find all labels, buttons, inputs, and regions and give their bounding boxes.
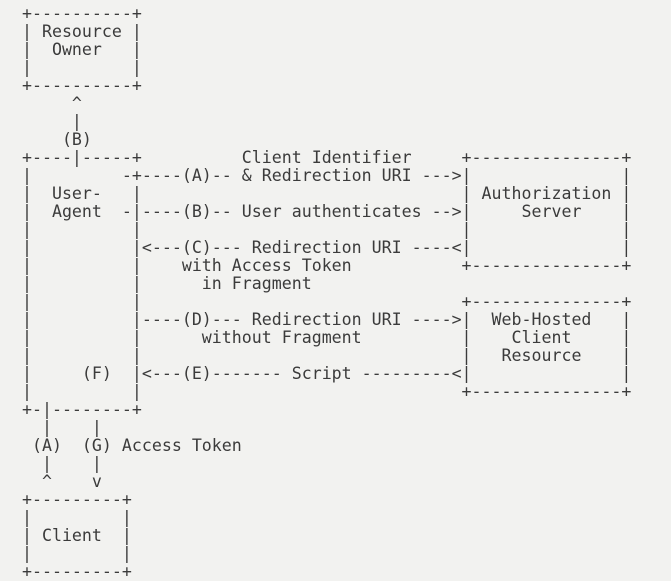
ascii-art-diagram: +----------+ | Resource | | Owner | | | … [21, 4, 632, 581]
